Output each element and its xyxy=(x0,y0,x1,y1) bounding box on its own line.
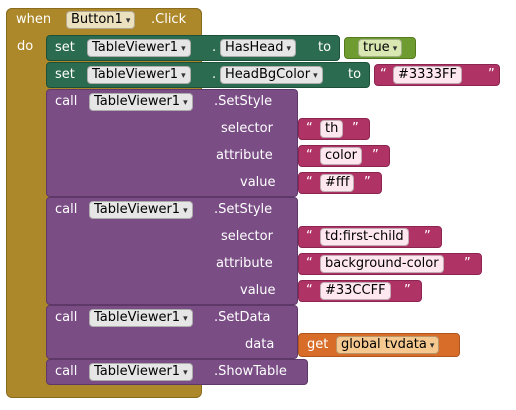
quote-open: “ xyxy=(306,256,313,271)
variable-name: global tvdata xyxy=(341,337,427,352)
param-label-attribute: attribute xyxy=(216,256,273,271)
get-label: get xyxy=(307,337,329,352)
param-label-selector: selector xyxy=(221,229,273,244)
event-name: .Click xyxy=(151,12,187,27)
quote-close: ” xyxy=(464,256,471,271)
to-label: to xyxy=(318,40,332,55)
quote-open: “ xyxy=(306,229,313,244)
set-label: set xyxy=(55,67,75,82)
text-value-field[interactable]: #fff xyxy=(320,174,355,192)
param-label-data: data xyxy=(245,337,275,352)
text-value-field[interactable]: #33CCFF xyxy=(320,282,391,300)
boolean-value: true xyxy=(363,40,390,55)
do-label: do xyxy=(17,39,34,54)
param-label-attribute: attribute xyxy=(216,148,273,163)
dot-separator: . xyxy=(212,40,217,55)
method-name: .ShowTable xyxy=(214,364,287,379)
call-component-name: TableViewer1 xyxy=(94,94,181,109)
quote-open: “ xyxy=(306,175,313,190)
event-component-name: Button1 xyxy=(71,12,123,27)
dot-separator: . xyxy=(212,67,217,82)
param-label-value: value xyxy=(240,175,276,190)
chevron-down-icon: ▾ xyxy=(181,71,186,81)
chevron-down-icon: ▾ xyxy=(392,44,398,54)
call-label: call xyxy=(55,364,78,379)
text-value-field[interactable]: color xyxy=(320,147,363,165)
chevron-down-icon: ▾ xyxy=(125,16,131,26)
quote-close: ” xyxy=(372,148,379,163)
quote-open: “ xyxy=(306,121,313,136)
chevron-down-icon: ▾ xyxy=(183,206,188,216)
text-value-field[interactable]: th xyxy=(320,120,344,138)
quote-close: ” xyxy=(488,67,495,82)
chevron-down-icon: ▾ xyxy=(183,314,188,324)
text-value-field[interactable]: td:first-child xyxy=(320,228,409,246)
text-value-field[interactable]: #3333FF xyxy=(393,66,462,84)
boolean-dropdown[interactable]: true▾ xyxy=(358,39,403,57)
when-label: when xyxy=(16,12,52,27)
chevron-down-icon: ▾ xyxy=(429,341,435,351)
call-label: call xyxy=(55,94,78,109)
call-label: call xyxy=(55,310,78,325)
param-label-selector: selector xyxy=(221,121,273,136)
chevron-down-icon: ▾ xyxy=(313,71,318,81)
set-component-dropdown[interactable]: TableViewer1▾ xyxy=(87,39,191,57)
to-label: to xyxy=(348,67,362,82)
set-component-name: TableViewer1 xyxy=(92,67,179,82)
quote-open: “ xyxy=(380,67,387,82)
call-component-name: TableViewer1 xyxy=(94,202,181,217)
text-value-field[interactable]: background-color xyxy=(320,255,444,273)
call-component-dropdown[interactable]: TableViewer1▾ xyxy=(89,93,193,111)
quote-open: “ xyxy=(306,283,313,298)
call-component-dropdown[interactable]: TableViewer1▾ xyxy=(89,309,193,327)
set-property-dropdown[interactable]: HasHead▾ xyxy=(220,39,297,57)
call-component-dropdown[interactable]: TableViewer1▾ xyxy=(89,201,193,219)
param-label-value: value xyxy=(240,283,276,298)
quote-close: ” xyxy=(352,121,359,136)
set-property-name: HasHead xyxy=(225,40,284,55)
method-name: .SetStyle xyxy=(214,94,273,109)
chevron-down-icon: ▾ xyxy=(183,98,188,108)
set-property-dropdown[interactable]: HeadBgColor▾ xyxy=(220,66,323,84)
set-label: set xyxy=(55,40,75,55)
method-name: .SetStyle xyxy=(214,202,273,217)
call-component-name: TableViewer1 xyxy=(94,364,181,379)
quote-close: ” xyxy=(404,283,411,298)
method-name: .SetData xyxy=(214,310,271,325)
chevron-down-icon: ▾ xyxy=(181,44,186,54)
call-component-name: TableViewer1 xyxy=(94,310,181,325)
quote-close: ” xyxy=(424,229,431,244)
call-label: call xyxy=(55,202,78,217)
set-property-name: HeadBgColor xyxy=(225,67,311,82)
quote-open: “ xyxy=(306,148,313,163)
call-component-dropdown[interactable]: TableViewer1▾ xyxy=(89,363,193,381)
chevron-down-icon: ▾ xyxy=(286,44,292,54)
set-component-name: TableViewer1 xyxy=(92,40,179,55)
chevron-down-icon: ▾ xyxy=(183,368,188,378)
variable-dropdown[interactable]: global tvdata▾ xyxy=(336,336,440,354)
set-component-dropdown[interactable]: TableViewer1▾ xyxy=(87,66,191,84)
quote-close: ” xyxy=(364,175,371,190)
event-component-dropdown[interactable]: Button1▾ xyxy=(66,11,136,29)
